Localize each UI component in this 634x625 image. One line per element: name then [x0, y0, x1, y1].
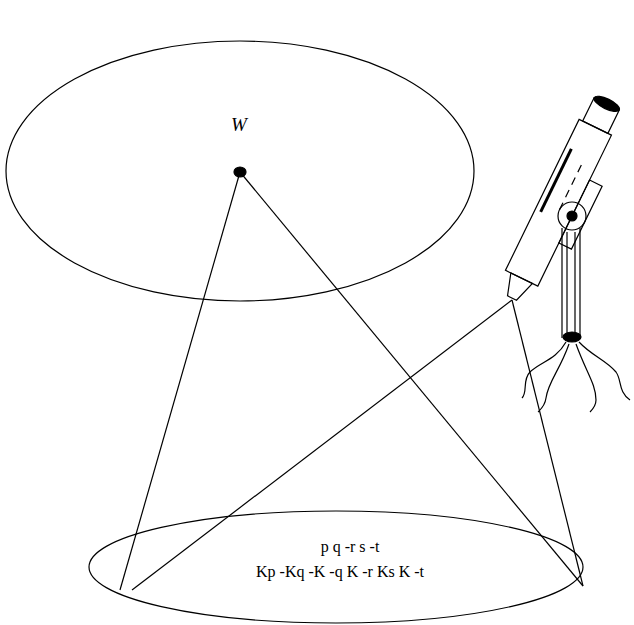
world-ellipse: W — [5, 40, 475, 302]
node-label: W — [231, 114, 247, 137]
ellipse-outline — [5, 40, 475, 302]
cone-line — [120, 172, 240, 590]
node-label: p q -r s -t — [321, 537, 380, 556]
point-dot — [234, 167, 246, 177]
cone-line — [240, 172, 583, 586]
view-line — [132, 300, 512, 590]
model-ellipse: p q -r s -t Kp -Kq -K -q K -r Ks K -t — [88, 510, 584, 624]
node-label: Kp -Kq -K -q K -r Ks K -t — [256, 562, 424, 581]
microscope — [496, 91, 634, 412]
view-line — [512, 300, 583, 586]
